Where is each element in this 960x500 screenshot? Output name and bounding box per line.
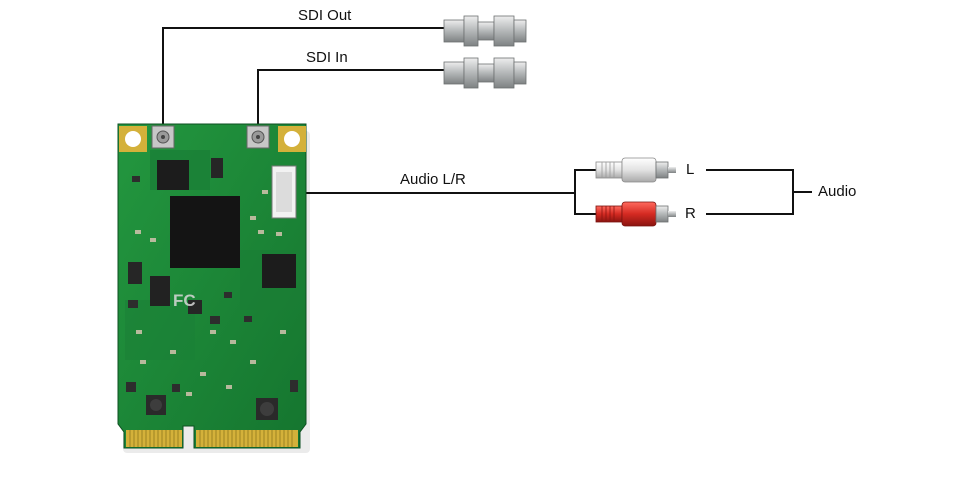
rca-plug-white-icon: [595, 157, 676, 183]
sdi-out-label: SDI Out: [298, 7, 352, 24]
capture-card-board: FC: [117, 123, 310, 453]
audio-label: Audio: [818, 183, 857, 200]
ic-chip: [150, 276, 170, 306]
audio-left-label: L: [686, 161, 695, 178]
bnc-connector-icon: [443, 15, 527, 47]
bnc-connector-icon: [443, 57, 527, 89]
wires: [162, 27, 812, 215]
ic-chip: [188, 300, 202, 314]
rca-plug-red-icon: [595, 201, 676, 227]
ic-chip: [211, 158, 223, 178]
sdi-in-label: SDI In: [306, 49, 348, 66]
ic-chip: [262, 254, 296, 288]
audio-join-wire: [706, 169, 794, 215]
audio-right-label: R: [685, 205, 696, 222]
sdi-out-wire: [162, 27, 448, 128]
audio-lr-label: Audio L/R: [400, 171, 466, 188]
main-processor-chip: [170, 196, 240, 268]
ic-chip: [157, 160, 189, 190]
audio-split-wire: [574, 169, 596, 215]
ic-chip: [128, 262, 142, 284]
sdi-out-ufl-connector: [151, 125, 175, 149]
fcc-marking: FC: [173, 291, 196, 310]
sdi-in-wire: [257, 69, 448, 128]
audio-header-connector: [271, 165, 297, 219]
sdi-in-ufl-connector: [246, 125, 270, 149]
